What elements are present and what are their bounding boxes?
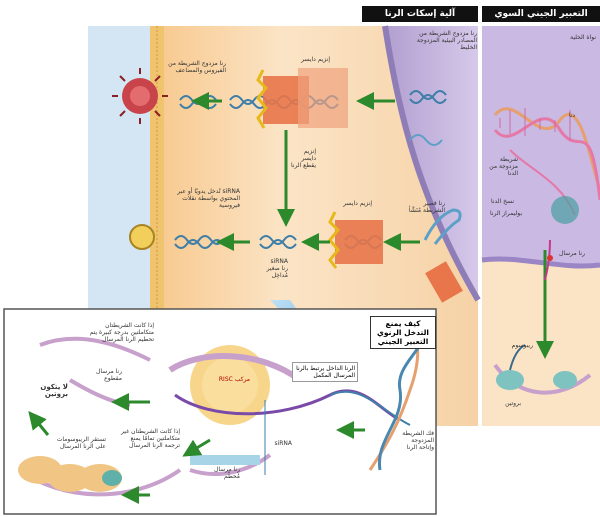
mrna-label-natural: رنا مرسال	[558, 250, 585, 257]
dna-label: دنا	[568, 112, 575, 119]
strand-separation-label: فك الشريطة المزدوجة وإتاحة الرنا	[402, 430, 434, 451]
transcription-label: نسخ الدنا	[491, 198, 514, 205]
header-natural: التعبير الجيني السوي	[482, 6, 600, 22]
nucleus-label: نواة الخلية	[570, 34, 596, 41]
dicer-mid-label: إنزيم دايسر	[343, 200, 372, 207]
degraded-label: رنا مرسال مُحطّم	[213, 466, 240, 480]
protein-label: بروتين	[505, 400, 521, 407]
dicer-small	[425, 261, 463, 303]
dicer-enzyme-mid	[335, 220, 383, 264]
sirna-center	[259, 235, 297, 245]
dicer-top-label: إنزيم دايسر	[301, 56, 330, 63]
dicer-cut-label: إنزيم دايسر يقطع الرنا	[290, 148, 316, 169]
no-ribo-label: تستقر الريبوسومات على الرنا المرسال	[56, 436, 106, 450]
vesicle	[129, 224, 155, 250]
rna-polymerase-label: بوليمراز الرنا	[490, 210, 522, 217]
sirna-bound	[190, 455, 260, 465]
nuclear-rna-label: رنا مزدوج الشريطة من المصادر البيئية الم…	[416, 30, 477, 51]
header-silencing: آلية إسكات الرنا	[362, 6, 478, 22]
virus-rna-label: رنا مزدوج الشريطة من الفيروس والمضاعف	[168, 60, 226, 74]
blocked-note-label: إذا كانت الشريطتان متكاملتين بدرجة كبيرة…	[89, 322, 154, 343]
rna-polymerase	[551, 196, 579, 224]
nuclear-dsrna	[409, 90, 447, 100]
risc-note: الرنا الداخل يرتبط بالرنا المرسال المكمل	[292, 362, 358, 382]
partial-note-label: إذا كانت الشريطتان غير متكاملتين تمامًا …	[120, 428, 180, 449]
risc-label: مركب RISC	[218, 376, 250, 383]
nuclear-envelope	[382, 25, 481, 302]
hairpin-rna	[423, 208, 462, 245]
ribosome-label: ريبوسوم	[511, 342, 533, 349]
ribosome-natural	[496, 370, 524, 390]
nuclear-region-left	[385, 26, 478, 300]
sirna-left	[174, 235, 224, 245]
bottom-panel-title: كيف يمنع التدخل الرنوي التعبير الجيني	[370, 316, 436, 349]
dna-double-helix	[493, 107, 600, 191]
no-protein-label: لا يتكون بروتين	[40, 383, 68, 398]
sirna-bottom-label: siRNA	[274, 440, 292, 447]
dna-strand-label: شريطة مزدوجة من الدنا	[489, 156, 518, 177]
mrna-cut-label: رنا مرسال مقطوع	[95, 368, 122, 382]
sirna-center-label: siRNA رنا صغير مُداخِل	[266, 258, 288, 279]
mrna-fragment-1	[39, 336, 151, 362]
sirna-note-label: siRNA تُدخل يدويًا أو عبر المحتوي بواسطة…	[177, 188, 240, 209]
hairpin-label: رنا قصير الشريطة مُنَشَّأ	[408, 200, 445, 214]
